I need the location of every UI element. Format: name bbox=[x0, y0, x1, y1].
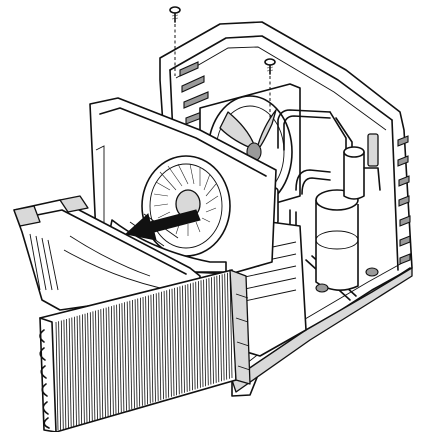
coil-fin bbox=[58, 321, 61, 431]
coil-fin bbox=[176, 287, 180, 395]
coil-fin bbox=[187, 284, 191, 392]
coil-fin bbox=[171, 288, 175, 397]
coil-fin bbox=[150, 294, 154, 403]
coil-fin bbox=[63, 319, 67, 430]
coil-fin bbox=[76, 315, 80, 426]
screw-icon bbox=[264, 58, 276, 75]
coil-fin bbox=[60, 320, 64, 431]
coil-fin bbox=[108, 306, 112, 416]
coil-fin bbox=[227, 272, 230, 379]
coil-fin bbox=[129, 300, 133, 410]
coil-fin bbox=[211, 277, 214, 384]
coil-fin bbox=[55, 321, 59, 431]
coil-fin bbox=[184, 284, 188, 392]
coil-fin bbox=[113, 305, 117, 415]
coil-fin bbox=[134, 299, 138, 408]
coil-fin bbox=[142, 296, 146, 406]
coil-fin bbox=[95, 310, 98, 420]
coil-fin bbox=[87, 312, 90, 423]
coil-fin bbox=[100, 309, 104, 419]
coil-fin bbox=[205, 278, 209, 386]
coil-fin bbox=[219, 274, 222, 382]
coil-fin bbox=[208, 278, 212, 385]
coil-fin bbox=[155, 293, 159, 401]
coil-fin bbox=[74, 316, 77, 427]
coil-fin bbox=[124, 302, 127, 411]
compressor bbox=[315, 133, 381, 293]
evaporator-coil bbox=[39, 269, 251, 432]
coil-fin bbox=[200, 280, 204, 388]
screw-center bbox=[264, 58, 276, 118]
coil-fin bbox=[158, 292, 162, 401]
coil-fin bbox=[192, 282, 196, 390]
coil-fin bbox=[103, 308, 106, 418]
coil-fin bbox=[105, 307, 109, 417]
coil-fin bbox=[213, 276, 217, 383]
coil-fin bbox=[163, 290, 167, 399]
coil-fin bbox=[147, 295, 151, 404]
coil-fin bbox=[169, 289, 172, 397]
coil-fin bbox=[224, 273, 228, 380]
front-frame bbox=[13, 195, 201, 311]
coil-fin bbox=[166, 290, 170, 398]
coil-fin bbox=[116, 304, 119, 414]
coil-fin bbox=[121, 303, 125, 412]
side-louvers bbox=[397, 135, 411, 265]
coil-fin bbox=[140, 297, 143, 406]
coil-tube-ends bbox=[39, 329, 50, 429]
coil-fin bbox=[111, 306, 114, 415]
coil-fin bbox=[145, 296, 148, 405]
coil-fin bbox=[97, 309, 101, 419]
coil-fin bbox=[132, 299, 135, 409]
coil-fin bbox=[179, 286, 183, 394]
coil-fins bbox=[55, 271, 233, 431]
coil-fin bbox=[66, 318, 69, 429]
coil-fin bbox=[79, 315, 83, 425]
screw-icon bbox=[169, 6, 181, 23]
coil-fin bbox=[174, 287, 177, 396]
coil-fin bbox=[118, 303, 122, 413]
coil-fin bbox=[190, 283, 193, 391]
coil-fin bbox=[229, 271, 233, 379]
coil-fin bbox=[153, 293, 156, 402]
coil-fin bbox=[195, 281, 199, 389]
coil-fin bbox=[182, 285, 185, 393]
coil-fin bbox=[198, 281, 201, 388]
blower-wheel-blades bbox=[153, 163, 219, 236]
slide-out-arrow bbox=[124, 209, 201, 241]
coil-fin bbox=[161, 291, 164, 400]
coil-fin bbox=[84, 313, 88, 424]
coil-fin bbox=[92, 311, 96, 421]
coil-fin bbox=[137, 298, 141, 407]
coil-fin bbox=[216, 275, 220, 383]
coil-fin bbox=[203, 279, 206, 387]
coil-fin bbox=[71, 317, 75, 428]
coil-fin bbox=[89, 312, 93, 422]
coil-fin bbox=[221, 274, 225, 381]
coil-fin bbox=[126, 301, 130, 410]
coil-fin bbox=[68, 318, 72, 428]
screw-top bbox=[169, 6, 181, 76]
coil-fin bbox=[82, 314, 85, 424]
